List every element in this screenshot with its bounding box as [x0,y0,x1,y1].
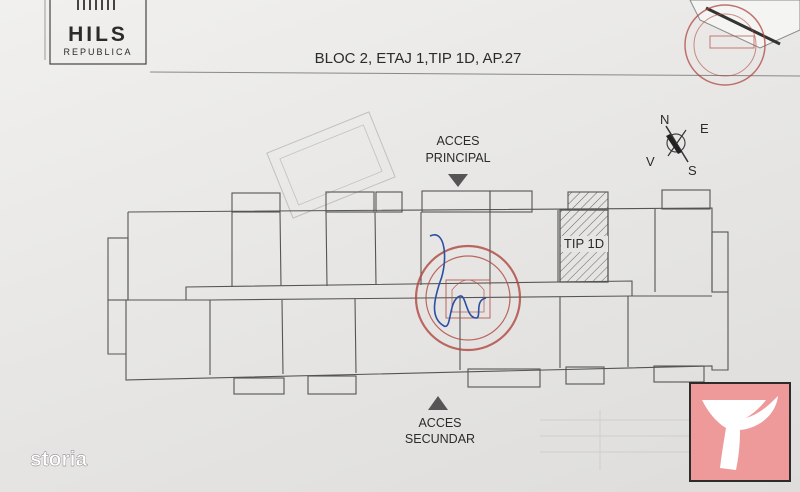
faded-stamp [266,111,396,219]
brand-logo-box [689,382,791,482]
notary-stamp [414,244,522,352]
balcony [661,189,711,210]
corner-stamp [684,0,800,86]
arrow-up-icon [428,396,448,410]
balcony [489,190,533,213]
balcony [325,191,375,213]
wall [281,299,284,375]
secondary-entrance-line-1: ACCES [418,416,461,430]
stamp-inner-ring [425,255,511,341]
stamp-emblem [445,279,491,319]
wall [279,211,282,287]
balcony-south [233,377,285,395]
compass-needle-icon [666,134,682,154]
title-rule [149,71,800,77]
balcony-south [653,365,705,383]
balcony-south [307,375,357,395]
building-outline [107,207,729,381]
unit-tip-1d: TIP 1D [559,191,609,283]
unit-label: TIP 1D [564,236,604,251]
compass-axis-2 [667,129,687,157]
signature [429,234,487,327]
balcony [375,191,403,213]
logo-stripes-icon [77,0,115,10]
corridor-south-wall [209,295,633,301]
logo: HILS REPUBLICA [49,0,147,65]
plan-linework [107,189,729,395]
balcony-south [467,368,541,388]
stamp-crest-icon [451,279,485,313]
secondary-entrance: ACCES SECUNDAR [405,396,475,446]
compass: N E S V [646,112,709,178]
bleed-through-lines [540,410,690,470]
side-bay-right [711,231,729,293]
compass-north: N [660,112,669,127]
brand-bird-icon [702,396,778,470]
corridor-north-wall [185,280,712,300]
storia-watermark: storia [30,448,88,471]
wall [325,211,328,287]
logo-frame [49,0,147,65]
compass-ring [666,133,686,153]
balcony [421,190,491,213]
side-bay-left [107,237,129,301]
compass-east: E [700,121,709,136]
main-entrance-line-2: PRINCIPAL [425,151,490,165]
balcony-south [565,366,605,385]
main-entrance-line-1: ACCES [436,134,479,148]
wall [374,211,377,286]
wall [354,298,357,374]
logo-name: HILS [68,23,128,46]
unit-label-bg [561,236,608,252]
logo-subtitle: REPUBLICA [63,47,132,57]
compass-west: V [646,154,655,169]
balcony [231,192,281,213]
brand-logo [689,382,791,482]
storia-logo-text: storia [30,448,88,471]
unit-balcony-hatched [567,191,609,211]
plan-title: BLOC 2, ETAJ 1,TIP 1D, AP.27 [315,50,522,67]
stamp-outer-ring [414,244,522,352]
arrow-down-icon [448,174,468,187]
secondary-entrance-line-2: SECUNDAR [405,432,475,446]
main-entrance: ACCES PRINCIPAL [425,134,491,187]
compass-south: S [688,163,697,178]
